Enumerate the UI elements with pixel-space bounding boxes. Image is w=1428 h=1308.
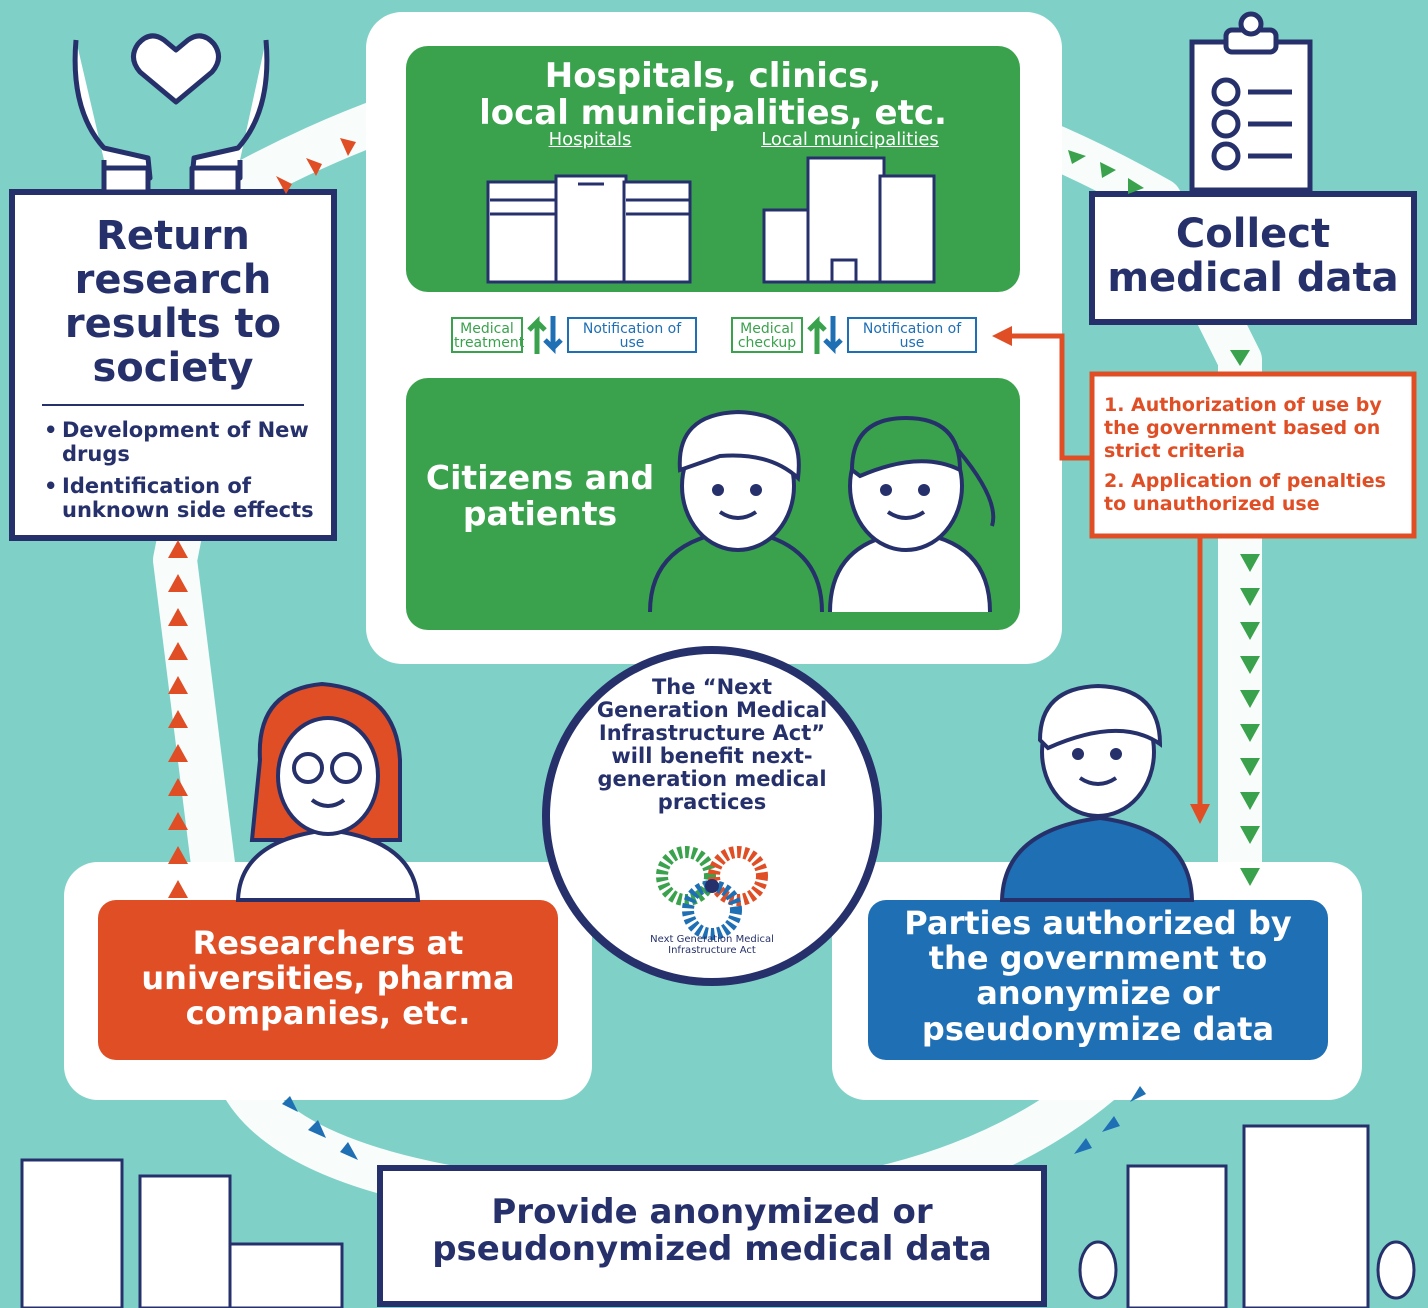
blue-arrows — [282, 1086, 1146, 1160]
researcher-icon — [235, 681, 421, 902]
notification-of-use-label-2: Notification of use — [862, 321, 962, 351]
parties-label: Parties authorized by the government to … — [904, 904, 1292, 1048]
center-circle — [542, 646, 882, 986]
parties-box — [868, 900, 1328, 1060]
criteria-item: 1. Authorization of use by the governmen… — [1104, 394, 1382, 462]
left-city-icon — [20, 1158, 344, 1308]
return-title: Return research results to society — [64, 213, 282, 391]
act-logo-text: Next Generation Medical Infrastructure A… — [650, 934, 774, 956]
clipboard-icon — [1189, 11, 1313, 193]
citizen-man-icon — [648, 409, 824, 613]
flow-boxes — [451, 317, 977, 353]
criteria-arrow-left — [1010, 333, 1092, 461]
collect-title: Collect medical data — [1107, 211, 1399, 301]
criteria-list: 1. Authorization of use by the governmen… — [1104, 394, 1404, 524]
right-city-icon — [1078, 1124, 1416, 1308]
municipality-buildings-icon — [762, 156, 936, 284]
medical-treatment-label: Medical treatment — [454, 321, 525, 351]
return-bullet: Identification of unknown side effects — [44, 474, 314, 522]
center-statement: The “Next Generation Medical Infrastruct… — [596, 675, 828, 815]
municipalities-label: Local municipalities — [761, 129, 939, 150]
medical-checkup-label: Medical checkup — [737, 321, 797, 351]
criteria-item: 2. Application of penalties to unauthori… — [1104, 470, 1386, 516]
green-arrows — [1068, 150, 1260, 886]
hospitals-label: Hospitals — [548, 129, 632, 150]
return-bullets: Development of New drugs Identification … — [44, 418, 314, 531]
hands-heart-icon — [72, 33, 270, 195]
return-bullet: Development of New drugs — [44, 418, 314, 466]
collect-box — [1089, 191, 1417, 325]
citizen-woman-icon — [828, 415, 996, 613]
hospital-buildings-icon — [486, 174, 692, 284]
hospitals-panel-title: Hospitals, clinics, local municipalities… — [479, 56, 947, 134]
provide-label: Provide anonymized or pseudonymized medi… — [432, 1192, 992, 1270]
citizens-label: Citizens and patients — [425, 458, 655, 534]
researchers-label: Researchers at universities, pharma comp… — [141, 924, 515, 1033]
researchers-box — [98, 900, 558, 1060]
flow-arrows — [527, 315, 843, 355]
criteria-box — [1089, 371, 1417, 539]
act-logo — [656, 846, 768, 940]
orange-arrows — [168, 138, 356, 898]
provide-box — [377, 1165, 1047, 1307]
authorized-person-icon — [999, 683, 1195, 902]
notification-of-use-label-1: Notification of use — [582, 321, 682, 351]
